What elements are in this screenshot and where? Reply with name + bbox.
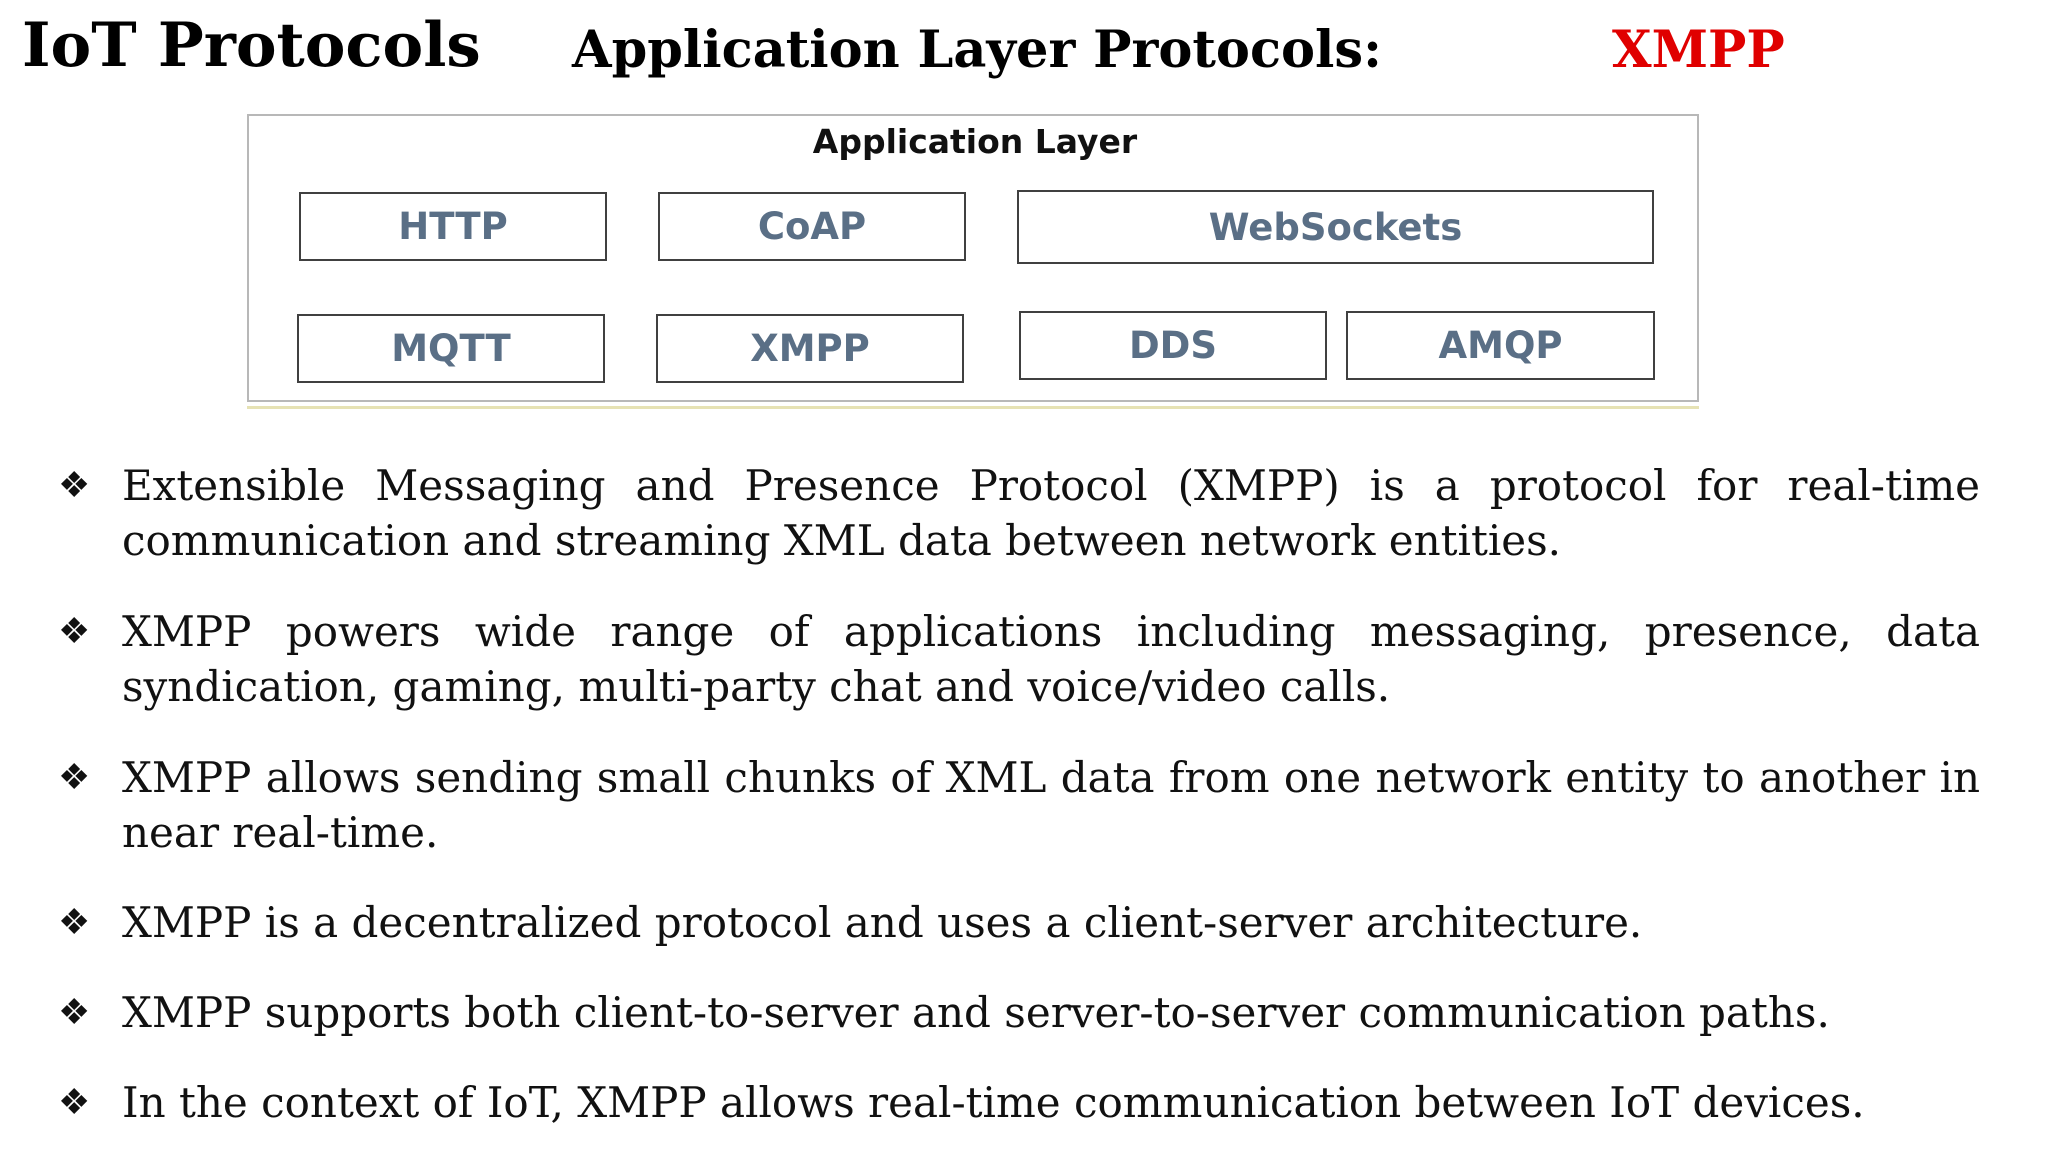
four-diamond-bullet-icon: ❖ <box>58 992 91 1033</box>
four-diamond-bullet-icon: ❖ <box>58 1082 91 1123</box>
diagram-title: Application Layer <box>812 122 1138 161</box>
protocol-box-http: HTTP <box>299 192 607 261</box>
list-item: ❖ XMPP supports both client-to-server an… <box>58 985 1980 1040</box>
bullet-text: XMPP powers wide range of applications i… <box>122 607 1980 711</box>
list-item: ❖ XMPP allows sending small chunks of XM… <box>58 750 1980 860</box>
bullet-text: Extensible Messaging and Presence Protoc… <box>122 461 1980 565</box>
four-diamond-bullet-icon: ❖ <box>58 465 91 506</box>
bullet-text: XMPP supports both client-to-server and … <box>122 988 1830 1037</box>
diagram-underline <box>247 406 1699 409</box>
slide-topic: XMPP <box>1612 20 1785 80</box>
four-diamond-bullet-icon: ❖ <box>58 611 91 652</box>
four-diamond-bullet-icon: ❖ <box>58 757 91 798</box>
bullet-text: XMPP is a decentralized protocol and use… <box>122 898 1643 947</box>
slide-title: IoT Protocols <box>22 10 481 81</box>
four-diamond-bullet-icon: ❖ <box>58 902 91 943</box>
list-item: ❖ In the context of IoT, XMPP allows rea… <box>58 1075 1980 1130</box>
application-layer-diagram: Application Layer HTTP CoAP WebSockets M… <box>247 114 1699 402</box>
protocol-box-coap: CoAP <box>658 192 966 261</box>
protocol-box-dds: DDS <box>1019 311 1327 380</box>
protocol-box-amqp: AMQP <box>1346 311 1655 380</box>
protocol-box-xmpp: XMPP <box>656 314 964 383</box>
protocol-box-mqtt: MQTT <box>297 314 605 383</box>
bullet-text: XMPP allows sending small chunks of XML … <box>122 753 1980 857</box>
list-item: ❖ XMPP is a decentralized protocol and u… <box>58 895 1980 950</box>
list-item: ❖ Extensible Messaging and Presence Prot… <box>58 458 1980 568</box>
slide-subtitle: Application Layer Protocols: <box>572 20 1382 80</box>
list-item: ❖ XMPP powers wide range of applications… <box>58 604 1980 714</box>
protocol-box-websockets: WebSockets <box>1017 190 1654 264</box>
bullet-text: In the context of IoT, XMPP allows real-… <box>122 1078 1865 1127</box>
